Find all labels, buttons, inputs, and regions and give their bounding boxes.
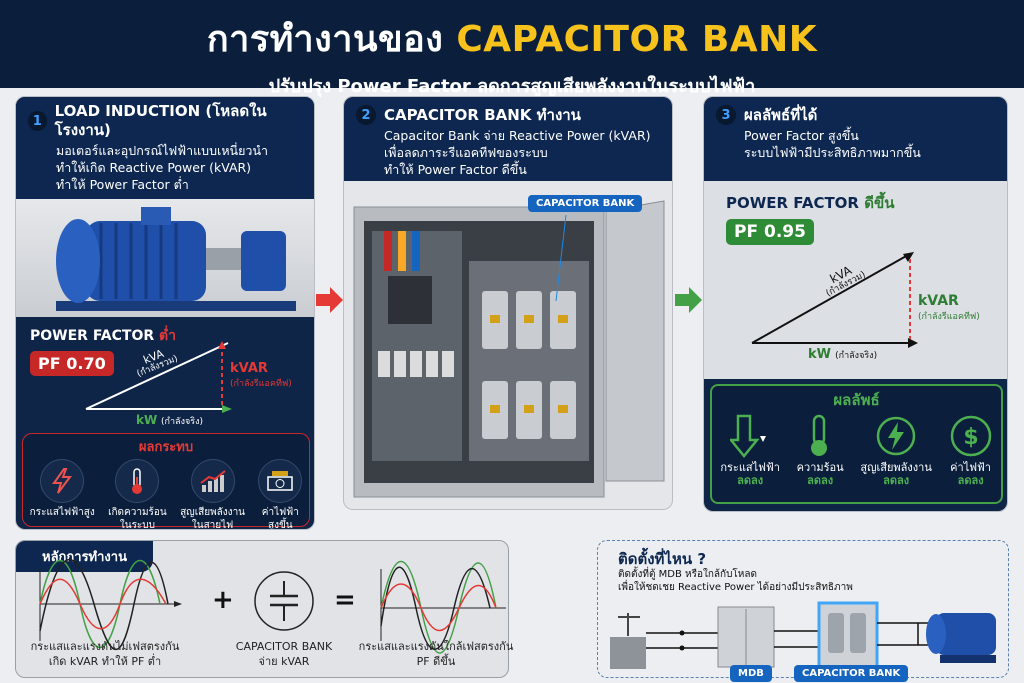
result-current: กระแสไฟฟ้าลดลง bbox=[720, 414, 780, 487]
waveform-out-of-phase bbox=[39, 559, 182, 651]
pf-value-badge: PF 0.95 bbox=[726, 219, 814, 245]
svg-text:$: $ bbox=[963, 425, 978, 450]
thermometer-icon bbox=[115, 459, 160, 503]
rising-chart-icon bbox=[190, 459, 235, 503]
install-title: ติดตั้งที่ไหน ? bbox=[618, 550, 707, 568]
effect-line-loss: สูญเสียพลังงานในสายไฟ bbox=[180, 459, 245, 529]
capacitor-bank-cabinet-icon bbox=[817, 601, 879, 671]
results-box: ผลลัพธ์ กระแสไฟฟ้าลดลง ความร้อนลดลง สูญเ… bbox=[704, 379, 1007, 511]
panel-load-induction: 1 LOAD INDUCTION (โหลดในโรงงาน) มอเตอร์แล… bbox=[15, 96, 315, 530]
pf-title: POWER FACTOR ดีขึ้น bbox=[726, 194, 895, 212]
capacitor-bank-callout: CAPACITOR BANK bbox=[528, 195, 643, 212]
motor-icon bbox=[926, 613, 996, 663]
result-heat: ความร้อนลดลง bbox=[797, 414, 844, 487]
install-section: ติดตั้งที่ไหน ? ติดตั้งที่ตู้ MDB หรือใก… bbox=[597, 540, 1009, 682]
out-of-phase-caption: กระแสและแรงดันไม่เฟสตรงกันเกิด kVAR ทำให… bbox=[30, 640, 180, 668]
mdb-label: MDB bbox=[730, 665, 772, 682]
step-number: 2 bbox=[356, 105, 376, 125]
energy-cycle-icon bbox=[876, 416, 916, 456]
panel-header: 1 LOAD INDUCTION (โหลดในโรงงาน) มอเตอร์แล… bbox=[16, 97, 314, 199]
header: การทำงานของ CAPACITOR BANK ปรับปรุง Powe… bbox=[0, 0, 1024, 97]
effects-box: ผลกระทบ กระแสไฟฟ้าสูง เกิดความร้อนในระบบ… bbox=[22, 433, 310, 529]
triangle-vectors bbox=[751, 252, 918, 348]
panel-description: Capacitor Bank จ่าย Reactive Power (kVAR… bbox=[384, 128, 651, 177]
effect-high-current: กระแสไฟฟ้าสูง bbox=[30, 459, 95, 529]
pf-value-badge: PF 0.70 bbox=[30, 351, 114, 376]
pf-title: POWER FACTOR ต่ำ bbox=[30, 328, 176, 344]
panel-description: มอเตอร์และอุปกรณ์ไฟฟ้าแบบเหนี่ยวนำทำให้เ… bbox=[56, 143, 269, 192]
capacitor-cabinet-image bbox=[353, 200, 665, 498]
panel-title: CAPACITOR BANK ทำงาน bbox=[384, 105, 581, 124]
transformer-icon bbox=[610, 613, 646, 669]
panel-title: LOAD INDUCTION (โหลดในโรงงาน) bbox=[54, 102, 267, 139]
step-number: 3 bbox=[716, 105, 736, 125]
principle-section: หลักการทำงาน + = กระแสและแรงดันไม่เฟสตรง… bbox=[15, 540, 513, 678]
effect-heat: เกิดความร้อนในระบบ bbox=[108, 459, 167, 529]
result-bill: $ค่าไฟฟ้าลดลง bbox=[949, 414, 993, 487]
power-triangle-low: kVA(กำลังรวม) kVAR(กำลังรีแอคทีฟ) kW (กำ… bbox=[16, 333, 314, 429]
capacitor-bank-label: CAPACITOR BANK bbox=[794, 665, 909, 682]
dollar-icon: $ bbox=[950, 415, 991, 457]
page-subtitle: ปรับปรุง Power Factor ลดการสูญเสียพลังงา… bbox=[268, 76, 756, 97]
panel-header: 2 CAPACITOR BANK ทำงาน Capacitor Bank จ่า… bbox=[344, 97, 672, 181]
page-title: การทำงานของ CAPACITOR BANK bbox=[206, 19, 818, 60]
panel-capacitor-bank: 2 CAPACITOR BANK ทำงาน Capacitor Bank จ่า… bbox=[343, 96, 673, 510]
motor-icon bbox=[56, 207, 296, 311]
step-number: 1 bbox=[28, 111, 47, 131]
green-arrow-icon bbox=[675, 287, 702, 313]
money-icon bbox=[258, 459, 303, 503]
waveform-diagram bbox=[39, 559, 506, 654]
panel-description: Power Factor สูงขึ้นระบบไฟฟ้ามีประสิทธิภ… bbox=[744, 128, 921, 160]
motor-image bbox=[16, 199, 314, 317]
red-arrow-icon bbox=[316, 287, 343, 313]
equals-sign: = bbox=[334, 585, 356, 615]
triangle-vectors bbox=[85, 341, 232, 413]
down-arrow-icon bbox=[728, 414, 767, 458]
waveform-in-phase bbox=[380, 560, 506, 654]
install-description: ติดตั้งที่ตู้ MDB หรือใกล้กับโหลดเพื่อให… bbox=[618, 569, 853, 593]
lightning-icon bbox=[40, 459, 85, 503]
installation-diagram bbox=[610, 601, 996, 671]
panel-results: 3 ผลลัพธ์ที่ได้ Power Factor สูงขึ้นระบบไ… bbox=[703, 96, 1008, 512]
capacitor-symbol-icon bbox=[254, 571, 314, 631]
result-energy-loss: สูญเสียพลังงานลดลง bbox=[860, 414, 932, 487]
plus-sign: + bbox=[212, 585, 234, 615]
panel-header: 3 ผลลัพธ์ที่ได้ Power Factor สูงขึ้นระบบไ… bbox=[704, 97, 1007, 181]
panel-title: ผลลัพธ์ที่ได้ bbox=[744, 105, 818, 124]
effect-higher-bill: ค่าไฟฟ้าสูงขึ้น bbox=[258, 459, 303, 529]
power-triangle-high: kVA(กำลังรวม) kVAR(กำลังรีแอคทีฟ) kW (กำ… bbox=[704, 247, 1007, 377]
thermometer-icon bbox=[811, 414, 828, 456]
